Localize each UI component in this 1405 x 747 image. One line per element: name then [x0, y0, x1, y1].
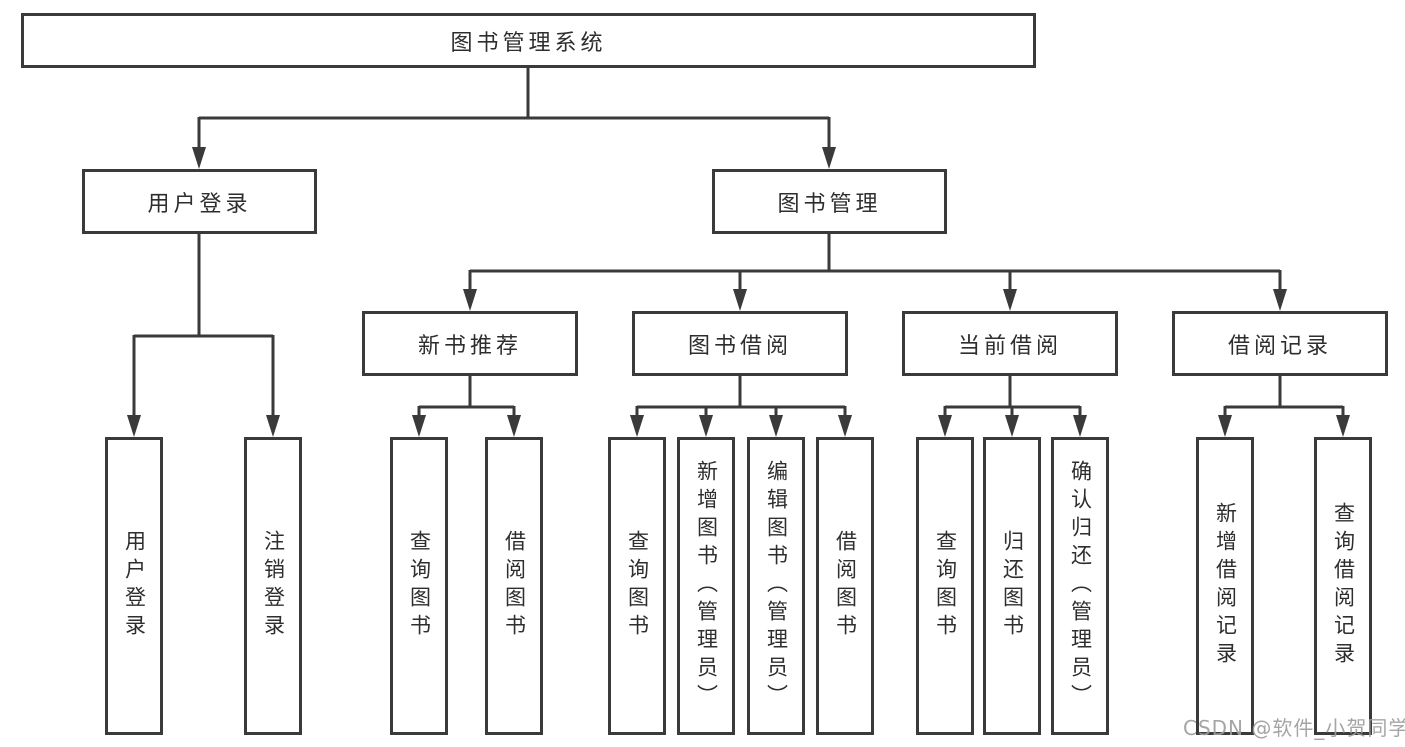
- leaf-label: 编辑图书（管理员）: [764, 460, 789, 712]
- leaf-borrowing-add-books-admin: 新增图书（管理员）: [677, 437, 735, 735]
- leaf-label: 注销登录: [261, 530, 286, 642]
- leaf-label: 查询图书: [407, 530, 432, 642]
- leaf-label: 归还图书: [1000, 530, 1025, 642]
- leaf-label: 新增图书（管理员）: [694, 460, 719, 712]
- connector-book-management-to-level3: [463, 234, 1287, 311]
- node-label: 图书借阅: [687, 333, 792, 359]
- node-label: 新书推荐: [417, 333, 522, 359]
- leaf-newbook-borrow-books: 借阅图书: [485, 437, 543, 735]
- leaf-borrowing-borrow-books: 借阅图书: [816, 437, 874, 735]
- leaf-records-query-record: 查询借阅记录: [1314, 437, 1372, 735]
- node-user-login: 用户登录: [82, 169, 317, 234]
- leaf-current-return-books: 归还图书: [983, 437, 1041, 735]
- connector-current-borrowing-to-leaves: [938, 376, 1087, 437]
- leaf-label: 查询借阅记录: [1331, 502, 1356, 670]
- leaf-borrowing-edit-books-admin: 编辑图书（管理员）: [747, 437, 805, 735]
- leaf-label: 确认归还（管理员）: [1068, 460, 1093, 712]
- connector-book-borrowing-to-leaves: [630, 376, 852, 437]
- node-label: 用户登录: [147, 191, 252, 217]
- node-book-management: 图书管理: [712, 169, 947, 234]
- node-label: 图书管理系统: [450, 30, 607, 56]
- leaf-current-confirm-return-admin: 确认归还（管理员）: [1051, 437, 1109, 735]
- node-book-borrowing: 图书借阅: [632, 311, 848, 376]
- leaf-label: 查询图书: [625, 530, 650, 642]
- leaf-user-login: 用户登录: [105, 437, 163, 735]
- node-current-borrowing: 当前借阅: [902, 311, 1118, 376]
- leaf-label: 借阅图书: [833, 530, 858, 642]
- connector-user-login-to-leaves: [127, 234, 280, 437]
- leaf-borrowing-query-books: 查询图书: [608, 437, 666, 735]
- connector-new-book-to-leaves: [412, 376, 521, 437]
- node-borrowing-records: 借阅记录: [1172, 311, 1388, 376]
- leaf-newbook-query-books: 查询图书: [390, 437, 448, 735]
- node-label: 当前借阅: [957, 333, 1062, 359]
- leaf-current-query-books: 查询图书: [916, 437, 974, 735]
- leaf-logout-login: 注销登录: [244, 437, 302, 735]
- leaf-label: 用户登录: [122, 530, 147, 642]
- leaf-label: 查询图书: [933, 530, 958, 642]
- connector-borrowing-records-to-leaves: [1218, 376, 1350, 437]
- leaf-label: 新增借阅记录: [1213, 502, 1238, 670]
- leaf-records-add-record: 新增借阅记录: [1196, 437, 1254, 735]
- node-new-book-recommendation: 新书推荐: [362, 311, 578, 376]
- node-library-management-system: 图书管理系统: [21, 13, 1036, 68]
- node-label: 借阅记录: [1227, 333, 1332, 359]
- csdn-watermark: CSDN @软件_小贺同学: [1183, 716, 1405, 740]
- node-label: 图书管理: [777, 191, 882, 217]
- connector-root-to-level2: [192, 68, 836, 169]
- leaf-label: 借阅图书: [502, 530, 527, 642]
